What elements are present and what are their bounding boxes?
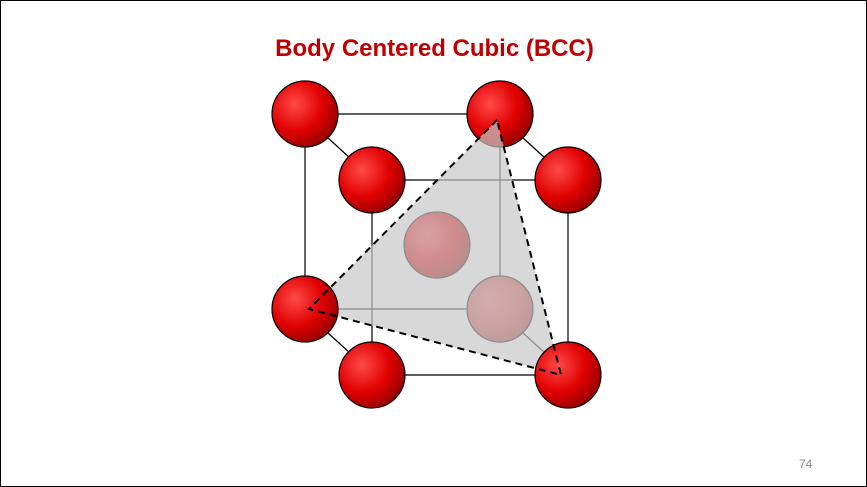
atom-back-bottom-left (271, 275, 339, 343)
atom-front-top-right (534, 146, 602, 214)
page-number: 74 (799, 457, 813, 471)
atom-back-top-left (271, 80, 339, 148)
slide-title: Body Centered Cubic (BCC) (275, 35, 594, 62)
atom-front-bottom-left (338, 341, 406, 409)
slip-plane (309, 120, 561, 375)
atom-front-top-left (338, 146, 406, 214)
atom-front-bottom-right (534, 341, 602, 409)
plane-dashed-outline (307, 118, 563, 377)
